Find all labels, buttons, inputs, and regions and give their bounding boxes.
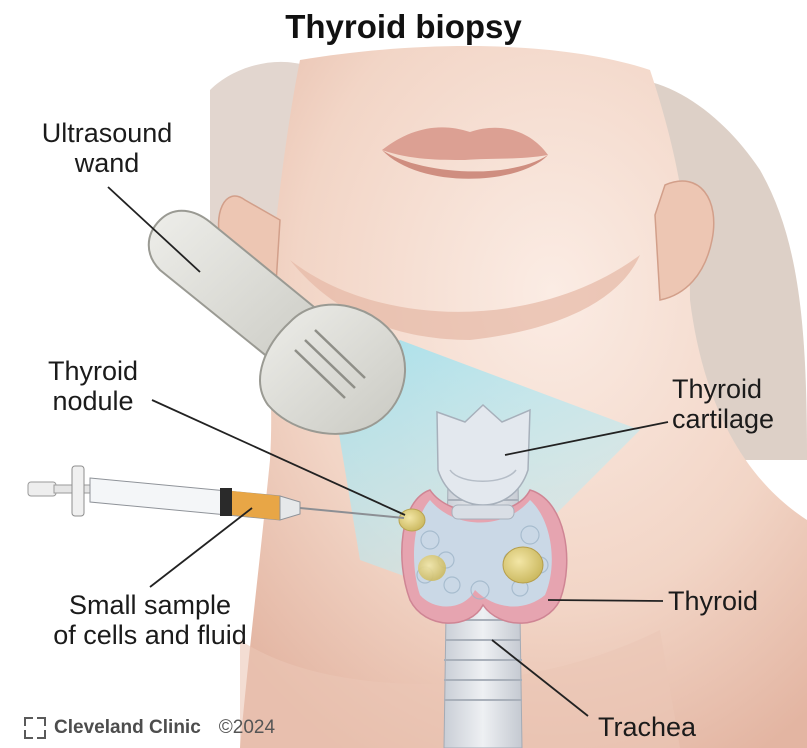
nodule-right <box>503 547 543 583</box>
label-thyroid-nodule: Thyroid nodule <box>28 356 158 416</box>
brand-name: Cleveland Clinic <box>54 717 201 739</box>
label-thyroid-cartilage: Thyroid cartilage <box>672 374 774 434</box>
footer-brand: Cleveland Clinic ©2024 <box>24 715 275 741</box>
label-trachea: Trachea <box>598 712 696 742</box>
sample-fluid <box>232 491 280 520</box>
leader-sample <box>150 508 252 587</box>
label-ultrasound-wand: Ultrasound wand <box>22 118 192 178</box>
copyright: ©2024 <box>219 717 275 739</box>
leader-thyroid <box>548 600 663 601</box>
nodule-left <box>418 555 446 581</box>
label-thyroid: Thyroid <box>668 586 758 616</box>
label-sample: Small sample of cells and fluid <box>20 590 280 650</box>
cleveland-clinic-logo-icon <box>24 717 46 739</box>
target-nodule <box>399 509 425 531</box>
page-title: Thyroid biopsy <box>0 8 807 46</box>
